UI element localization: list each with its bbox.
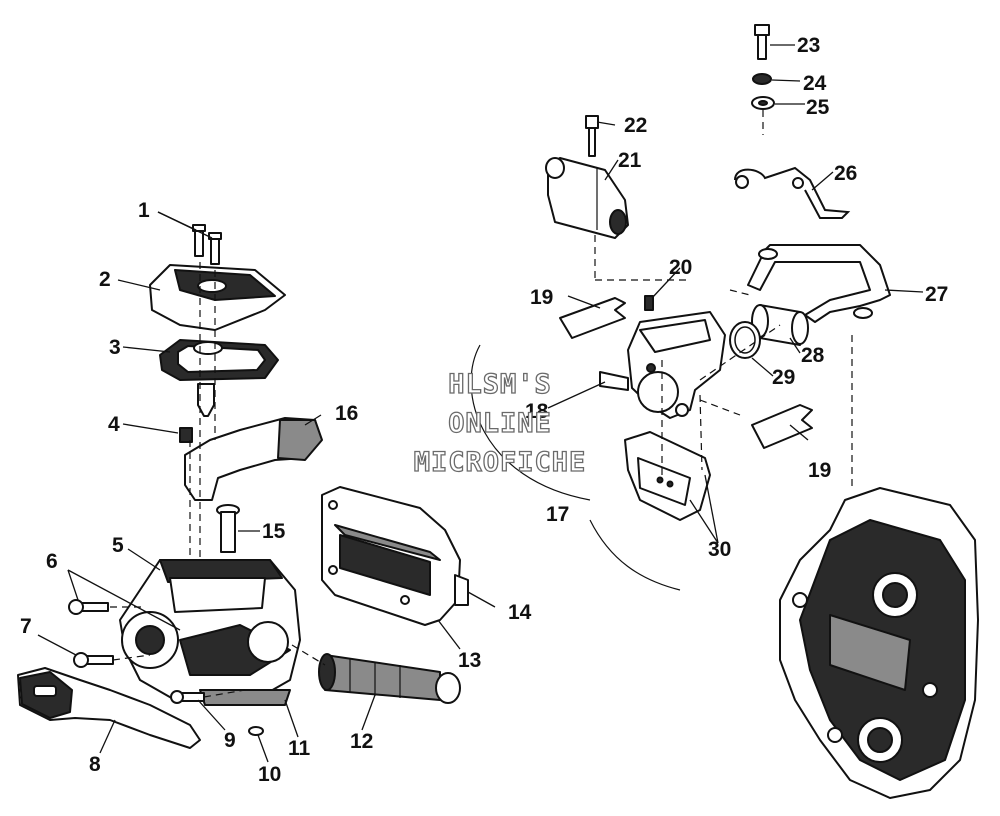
- part-19-strip-upper: [559, 297, 626, 339]
- part-24-lock-washer: [752, 73, 772, 85]
- watermark: HLSM'S ONLINE MICROFICHE: [413, 368, 587, 478]
- part-7-screw: [73, 652, 114, 668]
- part-21-clamp: [545, 157, 629, 239]
- callout-19b: 19: [808, 459, 831, 482]
- part-30-brake-pad: [624, 431, 711, 521]
- callout-4: 4: [108, 413, 120, 436]
- callout-20: 20: [669, 256, 692, 279]
- callout-16: 16: [335, 402, 358, 425]
- watermark-line-3: MICROFICHE: [414, 447, 587, 478]
- part-3-gasket: [159, 339, 279, 381]
- watermark-line-2: ONLINE: [448, 408, 552, 439]
- callout-28: 28: [801, 344, 825, 367]
- callout-29: 29: [772, 366, 795, 389]
- callout-labels: 1 2 3 4 5 6 7 8 9 10 11 12 13 14 15 16 1…: [20, 34, 948, 786]
- part-16-throttle-lever: [184, 417, 323, 501]
- part-26-spring-clip: [734, 166, 851, 219]
- callout-25: 25: [806, 96, 830, 119]
- callout-1: 1: [138, 199, 150, 222]
- callout-7: 7: [20, 615, 32, 638]
- case-cover: [779, 487, 979, 799]
- part-19-strip-lower: [751, 404, 813, 449]
- part-12-grip: [318, 653, 461, 704]
- part-25-washer: [751, 96, 775, 110]
- callout-14: 14: [508, 601, 532, 624]
- watermark-line-1: HLSM'S: [448, 369, 552, 400]
- part-10-washer: [248, 726, 264, 736]
- callout-15: 15: [262, 520, 286, 543]
- callout-23: 23: [797, 34, 820, 57]
- part-18-caliper: [599, 311, 726, 419]
- callout-26: 26: [834, 162, 857, 185]
- callout-3: 3: [109, 336, 121, 359]
- callout-22: 22: [624, 114, 647, 137]
- callout-10: 10: [258, 763, 281, 786]
- callout-9: 9: [224, 729, 236, 752]
- part-15-pin: [216, 504, 240, 553]
- part-22-screw: [585, 115, 599, 157]
- part-6-screw: [68, 599, 109, 615]
- callout-24: 24: [803, 72, 827, 95]
- part-27-bracket: [747, 244, 891, 323]
- callout-30: 30: [708, 538, 731, 561]
- callout-17: 17: [546, 503, 569, 526]
- alignment-lines-right: [470, 289, 853, 591]
- part-8-brake-lever: [17, 667, 201, 749]
- valve: [197, 383, 215, 417]
- callout-8: 8: [89, 753, 101, 776]
- callout-11: 11: [288, 737, 311, 760]
- leader-lines: [37, 44, 924, 763]
- callout-27: 27: [925, 283, 948, 306]
- part-5-housing: [119, 559, 301, 706]
- part-20-screw: [644, 295, 654, 311]
- callout-6: 6: [46, 550, 58, 573]
- callout-2: 2: [99, 268, 111, 291]
- callout-13: 13: [458, 649, 481, 672]
- part-23-bolt: [754, 24, 770, 60]
- part-13-14-side-cover: [321, 486, 469, 626]
- alignment-lines-left: [110, 262, 326, 698]
- callout-18: 18: [525, 400, 549, 423]
- part-2-cover: [149, 264, 286, 331]
- callout-19a: 19: [530, 286, 553, 309]
- callout-5: 5: [112, 534, 124, 557]
- part-9-screw: [170, 690, 205, 704]
- part-29-o-ring: [729, 321, 761, 359]
- callout-12: 12: [350, 730, 373, 753]
- part-4-spring: [179, 427, 193, 443]
- callout-21: 21: [618, 149, 642, 172]
